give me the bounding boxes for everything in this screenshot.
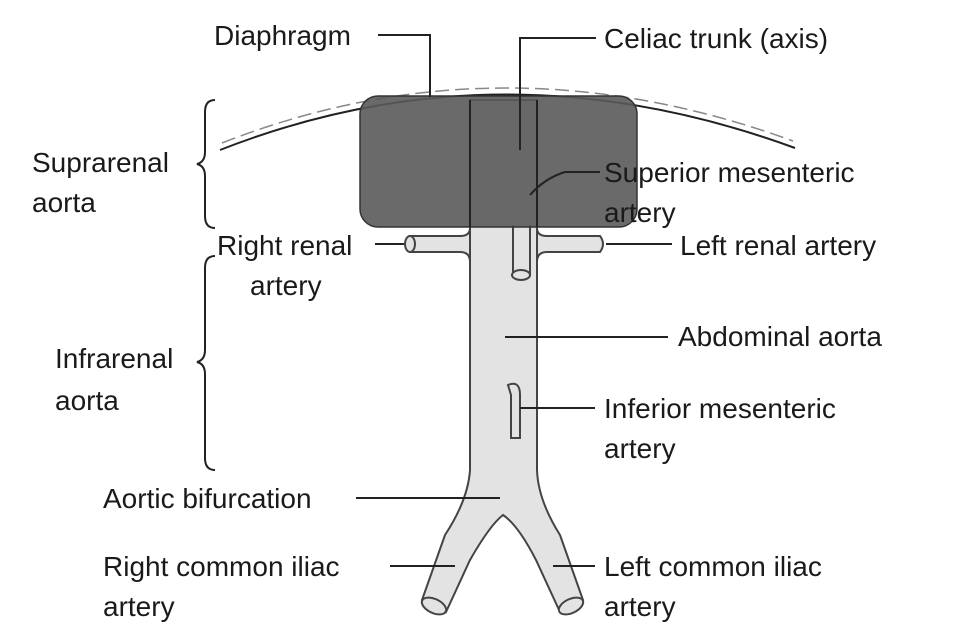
redaction-overlay [359, 95, 638, 228]
label-left-iliac: Left common iliac [604, 551, 822, 582]
aorta-under-overlay [469, 100, 538, 227]
left-iliac-end [557, 596, 585, 616]
label-bifurcation: Aortic bifurcation [103, 483, 312, 514]
right-iliac-end [420, 596, 448, 616]
label-infrarenal: Infrarenal [55, 343, 173, 374]
label-ima-2: artery [604, 433, 676, 464]
label-right-iliac: Right common iliac [103, 551, 340, 582]
label-left-iliac-2: artery [604, 591, 676, 622]
label-diaphragm: Diaphragm [214, 20, 351, 51]
label-left-renal: Left renal artery [680, 230, 876, 261]
label-infrarenal-2: aorta [55, 385, 119, 416]
label-sma: Superior mesenteric [604, 157, 855, 188]
leader-diaphragm [378, 34, 431, 97]
label-suprarenal: Suprarenal [32, 147, 169, 178]
brace-suprarenal [196, 99, 216, 229]
superior-mesenteric-artery [512, 225, 531, 276]
label-right-renal: Right renal [217, 230, 352, 261]
right-renal-end [404, 235, 416, 253]
diaphragm-curve-dashed [221, 87, 794, 144]
inferior-mesenteric-artery [506, 382, 521, 439]
leader-sma [529, 171, 600, 196]
label-sma-2: artery [604, 197, 676, 228]
label-ima: Inferior mesenteric [604, 393, 836, 424]
label-abdominal: Abdominal aorta [678, 321, 882, 352]
right-renal-artery [409, 227, 471, 263]
label-suprarenal-2: aorta [32, 187, 96, 218]
leader-celiac [519, 37, 596, 150]
label-right-renal-2: artery [250, 270, 322, 301]
sma-end [511, 269, 531, 281]
label-celiac: Celiac trunk (axis) [604, 23, 828, 54]
label-right-iliac-2: artery [103, 591, 175, 622]
diaphragm-curve [219, 93, 796, 151]
brace-infrarenal [196, 255, 216, 471]
aorta [420, 99, 585, 614]
left-renal-artery [536, 227, 604, 263]
